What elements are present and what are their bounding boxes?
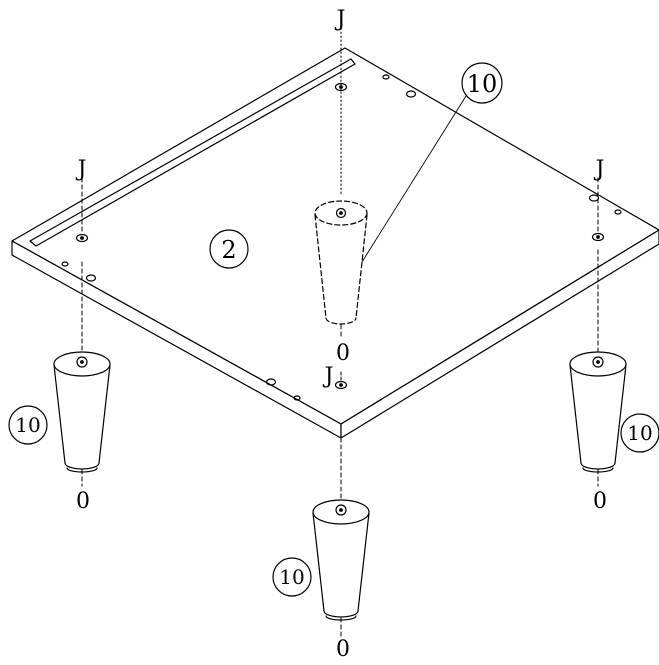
mark-0-left: 0 bbox=[76, 489, 90, 514]
leg-hole-right bbox=[591, 232, 605, 242]
label-part-10-hidden: 10 bbox=[467, 70, 498, 98]
leg-right bbox=[569, 351, 627, 473]
board-groove bbox=[29, 58, 356, 247]
mark-0-front: 0 bbox=[336, 637, 350, 660]
board-hole bbox=[382, 74, 390, 80]
mark-j-top: J bbox=[335, 7, 346, 32]
board-hole bbox=[61, 261, 69, 267]
mark-j-right: J bbox=[594, 157, 605, 182]
board-hole bbox=[588, 194, 600, 202]
mark-j-left: J bbox=[76, 157, 87, 182]
callout-leg-hidden bbox=[461, 62, 503, 104]
leg-front bbox=[312, 499, 370, 621]
label-part-10-right: 10 bbox=[627, 421, 652, 445]
leg-hole-front bbox=[334, 380, 348, 390]
label-part-10-left: 10 bbox=[15, 413, 40, 437]
board-right-edge bbox=[340, 229, 659, 439]
board-hole bbox=[405, 90, 417, 98]
callout-leg-right bbox=[620, 413, 659, 453]
label-part-10-front: 10 bbox=[279, 565, 304, 589]
leg-hidden bbox=[314, 200, 368, 325]
callout-board bbox=[209, 229, 249, 269]
leg-left bbox=[53, 351, 111, 473]
board-hole bbox=[293, 395, 301, 401]
leader-line bbox=[361, 95, 467, 263]
board-hole bbox=[614, 209, 622, 215]
mark-0-right: 0 bbox=[593, 489, 607, 514]
board bbox=[11, 47, 659, 439]
axis-lines bbox=[81, 27, 599, 637]
mark-j-front: J bbox=[323, 364, 334, 389]
callout-leg-front bbox=[272, 557, 312, 597]
label-part-2: 2 bbox=[221, 236, 236, 264]
leg-hole-left bbox=[75, 233, 89, 243]
mark-0-hidden: 0 bbox=[336, 341, 350, 366]
board-hole bbox=[265, 378, 277, 386]
board-hole bbox=[85, 274, 97, 282]
callout-leg-left bbox=[8, 405, 48, 445]
